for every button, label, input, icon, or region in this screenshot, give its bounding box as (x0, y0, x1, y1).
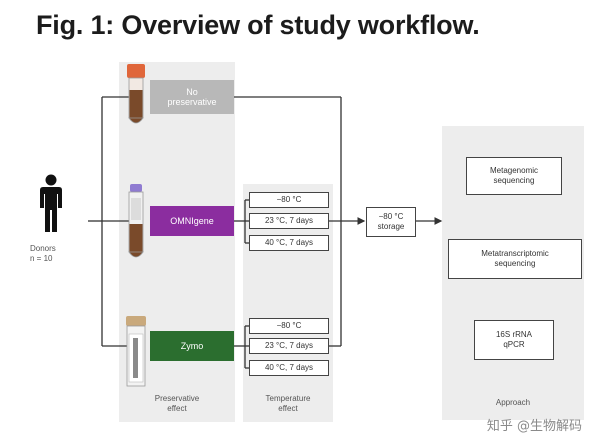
approach-16s-qpcr: 16S rRNA qPCR (474, 320, 554, 360)
zymo-temp-40c: 40 °C, 7 days (249, 360, 329, 376)
approach-metagenomic: Metagenomic sequencing (466, 157, 562, 195)
approach-label: Approach (495, 398, 531, 407)
storage-box: −80 °C storage (366, 207, 416, 237)
omnigene-temp-minus80: −80 °C (249, 192, 329, 208)
watermark-text: 知乎 @生物解码 (486, 419, 582, 434)
temperature-effect-label: Temperature effect (265, 394, 311, 413)
no-preservative-box: No preservative (150, 80, 234, 114)
donors-text: Donors (30, 244, 56, 253)
figure-title: Fig. 1: Overview of study workflow. (36, 10, 480, 40)
donors-count: n = 10 (30, 254, 53, 263)
omnigene-box: OMNIgene (150, 206, 234, 236)
person-icon (40, 174, 62, 232)
zymo-temp-minus80: −80 °C (249, 318, 329, 334)
omnigene-temp-23c: 23 °C, 7 days (249, 213, 329, 229)
preservative-effect-label: Preservative effect (154, 394, 200, 413)
approach-metatranscriptomic: Metatranscriptomic sequencing (448, 239, 582, 279)
donors-label: Donors n = 10 (30, 244, 70, 264)
zymo-box: Zymo (150, 331, 234, 361)
tube-no-preservative-icon (127, 64, 145, 124)
tube-zymo-icon (126, 316, 146, 387)
zymo-temp-23c: 23 °C, 7 days (249, 338, 329, 354)
tube-omnigene-icon (128, 184, 144, 258)
omnigene-temp-40c: 40 °C, 7 days (249, 235, 329, 251)
